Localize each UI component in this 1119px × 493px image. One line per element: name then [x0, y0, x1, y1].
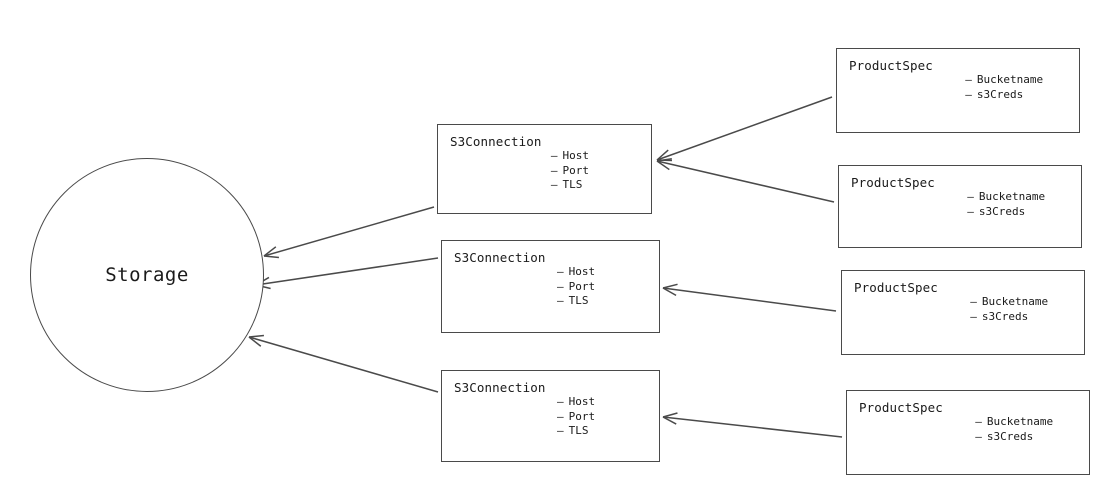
arrow-spec1-to-conn1	[656, 96, 833, 161]
s3connection-attribute-label: Port	[568, 279, 596, 293]
s3connection-title: S3Connection	[454, 380, 546, 395]
productspec-attribute-label: Bucketname	[976, 73, 1044, 86]
arrow-spec4-to-conn3-head	[662, 412, 678, 418]
arrow-spec3-to-conn2-head	[662, 287, 677, 297]
bullet-dash-icon: –	[975, 429, 982, 443]
productspec-title: ProductSpec	[854, 280, 938, 295]
bullet-dash-icon: –	[965, 73, 972, 86]
s3connection-attribute-label: Host	[568, 395, 596, 408]
productspec-attribute-label: s3Creds	[976, 87, 1024, 101]
s3connection-attribute: –Host	[557, 265, 595, 280]
productspec-attribute-list: –Bucketname–s3Creds	[975, 415, 1053, 444]
productspec-title: ProductSpec	[859, 400, 943, 415]
s3connection-attribute-list: –Host–Port–TLS	[557, 265, 595, 309]
productspec-attribute-label: Bucketname	[981, 295, 1049, 308]
storage-node[interactable]: Storage	[30, 158, 264, 392]
arrow-conn1-to-storage-head	[263, 246, 277, 257]
productspec-attribute-list: –Bucketname–s3Creds	[965, 73, 1043, 102]
bullet-dash-icon: –	[550, 149, 558, 162]
bullet-dash-icon: –	[975, 415, 982, 428]
productspec-attribute-label: Bucketname	[986, 415, 1054, 428]
arrow-conn1-to-storage	[263, 206, 435, 257]
productspec-title: ProductSpec	[851, 175, 935, 190]
productspec-attribute: –Bucketname	[967, 190, 1045, 205]
arrow-conn3-to-storage-head	[248, 334, 265, 338]
bullet-dash-icon: –	[550, 178, 558, 191]
arrow-spec4-to-conn3-head	[662, 416, 677, 425]
productspec-attribute-list: –Bucketname–s3Creds	[967, 190, 1045, 219]
productspec-attribute-list: –Bucketname–s3Creds	[970, 295, 1048, 324]
s3connection-attribute-label: TLS	[562, 178, 583, 191]
arrow-spec2-to-conn1-head	[656, 157, 672, 162]
s3connection-attribute: –Port	[551, 164, 589, 179]
arrow-spec2-to-conn1-head	[656, 160, 670, 171]
arrow-spec2-to-conn1	[656, 160, 835, 203]
arrow-conn2-to-storage	[255, 257, 439, 286]
s3connection-attribute: –Host	[551, 149, 589, 164]
storage-label: Storage	[105, 264, 189, 286]
productspec-attribute: –s3Creds	[967, 205, 1045, 220]
productspec-attribute: –s3Creds	[975, 430, 1053, 445]
s3connection-attribute-label: TLS	[568, 294, 589, 307]
bullet-dash-icon: –	[967, 190, 974, 203]
bullet-dash-icon: –	[965, 87, 972, 101]
s3connection-box[interactable]: S3Connection–Host–Port–TLS	[441, 240, 660, 333]
bullet-dash-icon: –	[557, 395, 564, 408]
bullet-dash-icon: –	[557, 409, 564, 423]
s3connection-attribute: –Port	[557, 280, 595, 295]
bullet-dash-icon: –	[970, 309, 977, 323]
s3connection-attribute-label: Port	[568, 409, 596, 423]
s3connection-attribute: –TLS	[551, 178, 589, 193]
s3connection-attribute: –Port	[557, 410, 595, 425]
arrow-conn3-to-storage	[248, 336, 439, 393]
productspec-attribute: –s3Creds	[965, 88, 1043, 103]
s3connection-box[interactable]: S3Connection–Host–Port–TLS	[437, 124, 652, 214]
s3connection-attribute: –TLS	[557, 294, 595, 309]
productspec-attribute-label: s3Creds	[986, 429, 1034, 443]
arrow-conn1-to-storage-head	[263, 255, 280, 259]
bullet-dash-icon: –	[557, 424, 564, 437]
productspec-attribute-label: Bucketname	[978, 190, 1046, 203]
productspec-title: ProductSpec	[849, 58, 933, 73]
arrow-spec1-to-conn1-head	[656, 159, 673, 162]
productspec-box[interactable]: ProductSpec–Bucketname–s3Creds	[838, 165, 1082, 248]
bullet-dash-icon: –	[550, 163, 558, 177]
s3connection-box[interactable]: S3Connection–Host–Port–TLS	[441, 370, 660, 462]
bullet-dash-icon: –	[557, 279, 564, 293]
arrow-spec4-to-conn3	[662, 416, 843, 438]
productspec-attribute: –s3Creds	[970, 310, 1048, 325]
s3connection-attribute-list: –Host–Port–TLS	[551, 149, 589, 193]
bullet-dash-icon: –	[557, 294, 564, 307]
productspec-box[interactable]: ProductSpec–Bucketname–s3Creds	[846, 390, 1090, 475]
arrow-spec1-to-conn1-head	[656, 149, 669, 161]
bullet-dash-icon: –	[970, 295, 977, 308]
bullet-dash-icon: –	[557, 265, 564, 278]
s3connection-attribute-label: Host	[562, 149, 590, 162]
arrow-conn3-to-storage-head	[248, 336, 262, 347]
productspec-attribute: –Bucketname	[970, 295, 1048, 310]
productspec-attribute: –Bucketname	[965, 73, 1043, 88]
s3connection-attribute-label: Host	[568, 265, 596, 278]
s3connection-attribute: –Host	[557, 395, 595, 410]
productspec-attribute: –Bucketname	[975, 415, 1053, 430]
productspec-box[interactable]: ProductSpec–Bucketname–s3Creds	[841, 270, 1085, 355]
arrow-spec3-to-conn2-head	[662, 283, 678, 289]
bullet-dash-icon: –	[967, 204, 974, 218]
productspec-box[interactable]: ProductSpec–Bucketname–s3Creds	[836, 48, 1080, 133]
s3connection-attribute: –TLS	[557, 424, 595, 439]
s3connection-title: S3Connection	[454, 250, 546, 265]
s3connection-attribute-label: TLS	[568, 424, 589, 437]
s3connection-title: S3Connection	[450, 134, 542, 149]
s3connection-attribute-list: –Host–Port–TLS	[557, 395, 595, 439]
arrow-spec3-to-conn2	[662, 287, 837, 312]
s3connection-attribute-label: Port	[562, 163, 590, 177]
productspec-attribute-label: s3Creds	[981, 309, 1029, 323]
productspec-attribute-label: s3Creds	[978, 204, 1026, 218]
